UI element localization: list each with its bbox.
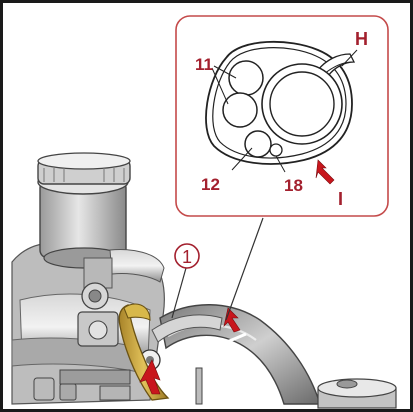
brake-hose <box>151 304 321 405</box>
label-point-h: H <box>355 29 368 49</box>
banjo-fitting <box>33 282 161 401</box>
label-part-11: 11 <box>195 55 213 74</box>
lower-housing <box>317 378 397 409</box>
label-direction-i: I <box>338 189 343 209</box>
leader-line <box>225 217 264 321</box>
marker-number: 1 <box>182 247 192 267</box>
circled-marker: 1 <box>171 243 200 319</box>
arrow-icon <box>139 359 161 395</box>
section-line <box>155 332 247 374</box>
highlighted-hose <box>118 303 170 401</box>
detail-inset: 11 12 18 H I <box>175 15 389 217</box>
brake-assembly <box>11 152 397 409</box>
label-part-12: 12 <box>201 175 220 194</box>
label-part-18: 18 <box>284 176 303 195</box>
arrow-icon <box>315 159 335 185</box>
